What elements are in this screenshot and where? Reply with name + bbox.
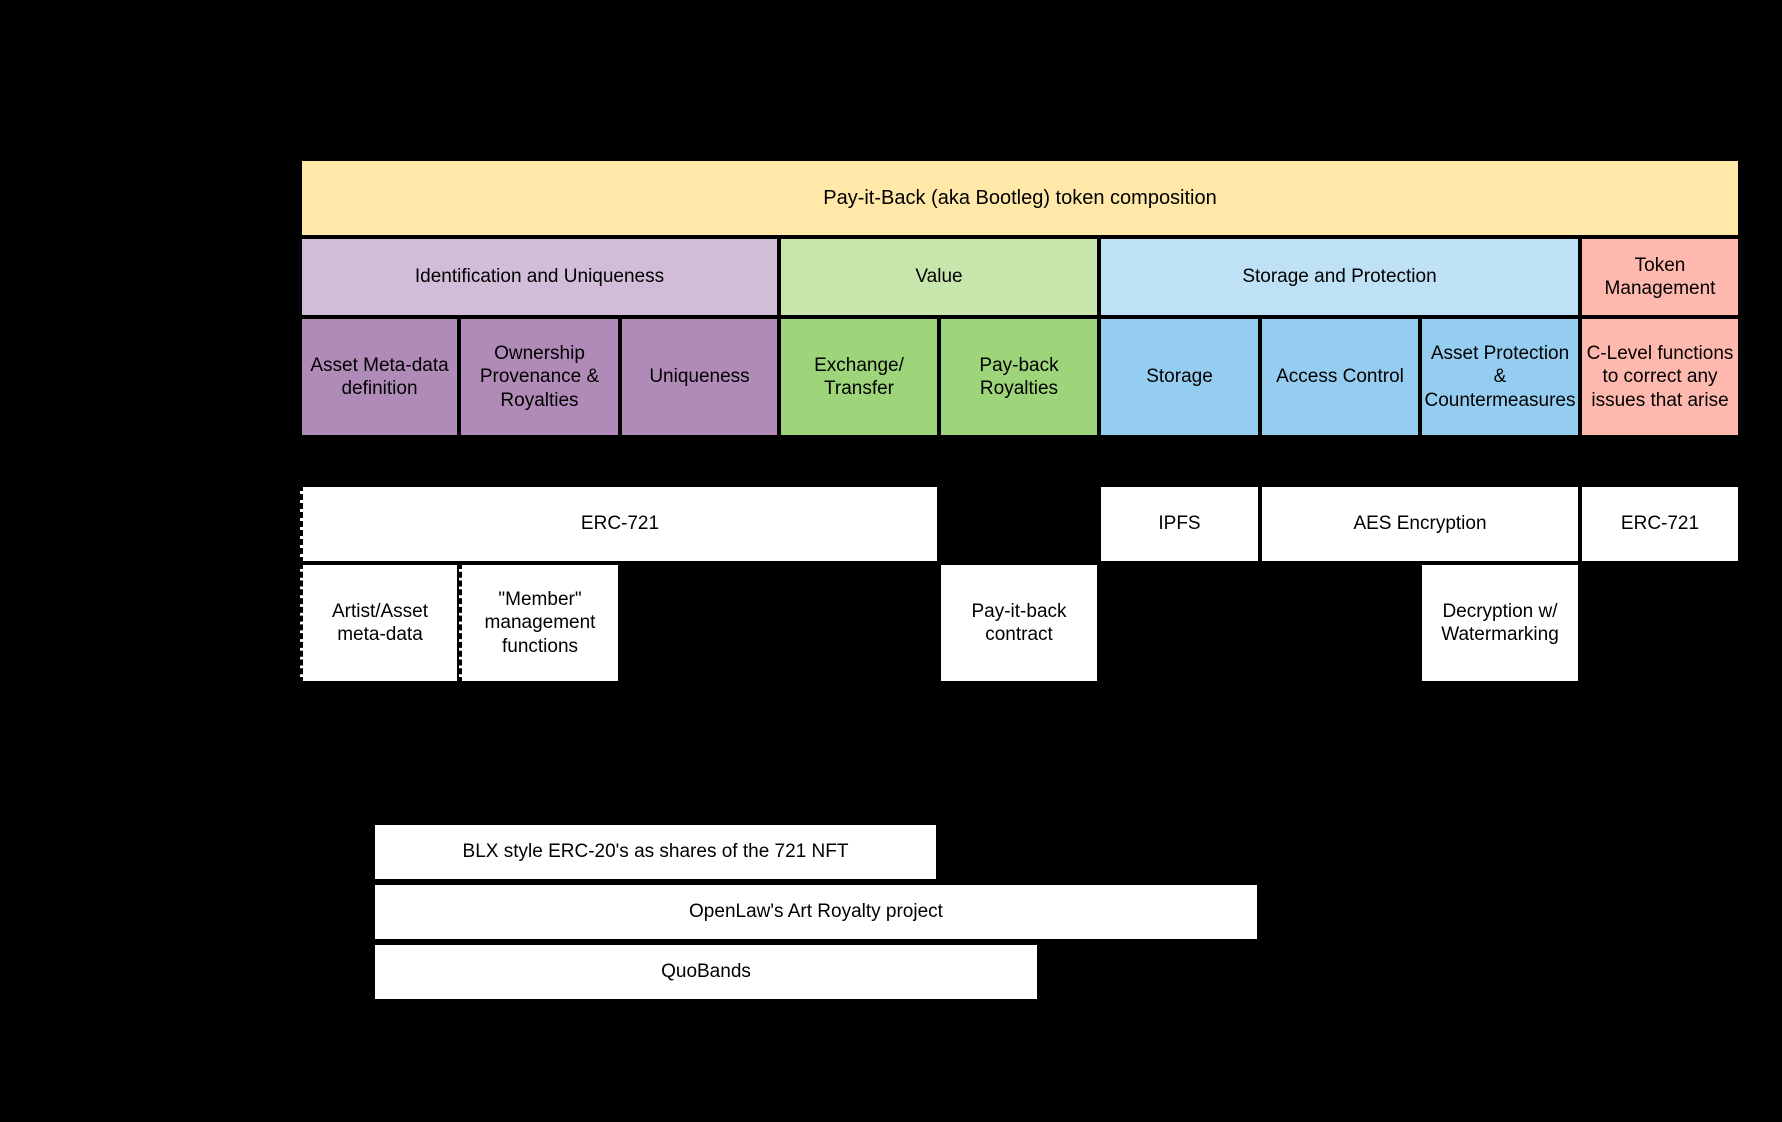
implementation-member-management-functions: "Member" management functions — [459, 563, 620, 683]
category-token-management: Token Management — [1580, 237, 1740, 317]
implementation-pay-it-back-contract: Pay-it-back contract — [939, 563, 1099, 683]
capability-exchange-transfer: Exchange/ Transfer — [779, 317, 939, 437]
capability-pay-back-royalties: Pay-back Royalties — [939, 317, 1099, 437]
diagram-title-bar: Pay-it-Back (aka Bootleg) token composit… — [300, 159, 1740, 237]
capability-access-control: Access Control — [1260, 317, 1420, 437]
category-identification-and-uniqueness: Identification and Uniqueness — [300, 237, 779, 317]
implementation-erc-721-identification: ERC-721 — [300, 485, 939, 563]
category-value: Value — [779, 237, 1099, 317]
reference-blx-style-erc-20: BLX style ERC-20's as shares of the 721 … — [373, 823, 938, 881]
category-storage-and-protection: Storage and Protection — [1099, 237, 1580, 317]
capability-storage: Storage — [1099, 317, 1260, 437]
capability-asset-meta-data-definition: Asset Meta-data definition — [300, 317, 459, 437]
capability-uniqueness: Uniqueness — [620, 317, 779, 437]
implementation-aes-encryption: AES Encryption — [1260, 485, 1580, 563]
implementation-decryption-watermarking: Decryption w/ Watermarking — [1420, 563, 1580, 683]
reference-openlaw-art-royalty-project: OpenLaw's Art Royalty project — [373, 883, 1259, 941]
reference-quobands: QuoBands — [373, 943, 1039, 1001]
capability-c-level-functions: C-Level functions to correct any issues … — [1580, 317, 1740, 437]
capability-asset-protection-countermeasures: Asset Protection & Countermeasures — [1420, 317, 1580, 437]
implementation-erc-721-token-management: ERC-721 — [1580, 485, 1740, 563]
capability-ownership-provenance-royalties: Ownership Provenance & Royalties — [459, 317, 620, 437]
implementation-ipfs: IPFS — [1099, 485, 1260, 563]
implementation-artist-asset-meta-data: Artist/Asset meta-data — [300, 563, 459, 683]
